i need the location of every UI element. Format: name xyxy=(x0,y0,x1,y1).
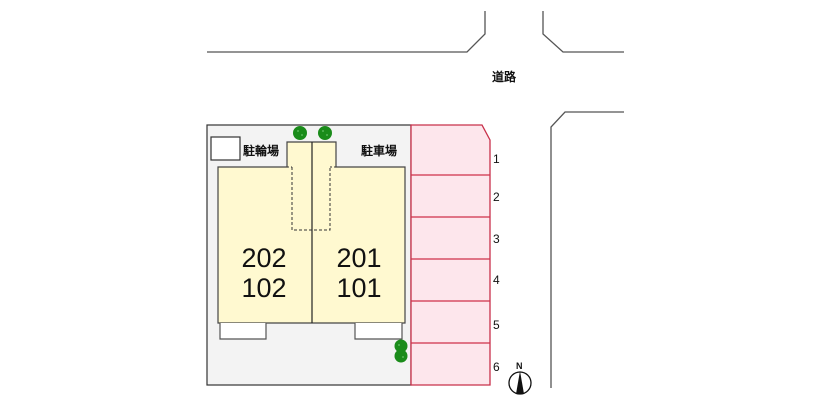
parking-lot xyxy=(410,124,491,386)
car-parking-label: 駐車場 xyxy=(361,144,398,158)
road-edge-top-right xyxy=(542,11,624,53)
building xyxy=(217,141,406,324)
unit-202: 202 xyxy=(241,243,287,273)
north-compass-icon xyxy=(508,371,532,395)
unit-101: 101 xyxy=(336,273,382,303)
road-edge-right xyxy=(550,111,624,388)
bicycle-parking-box xyxy=(210,136,241,161)
bicycle-parking-label: 駐輪場 xyxy=(243,144,280,158)
balcony-right xyxy=(354,323,403,340)
tree-icons xyxy=(293,126,408,363)
unit-label-left: 202 102 xyxy=(232,243,296,303)
parking-space-3: 3 xyxy=(493,232,500,246)
road-label: 道路 xyxy=(492,70,517,84)
unit-label-right: 201 101 xyxy=(327,243,391,303)
stair-outline xyxy=(291,167,331,231)
parking-space-6: 6 xyxy=(493,360,500,374)
parking-space-4: 4 xyxy=(493,273,500,287)
unit-102: 102 xyxy=(241,273,287,303)
balcony-left xyxy=(219,323,267,340)
unit-201: 201 xyxy=(336,243,382,273)
north-label: N xyxy=(516,361,523,371)
road-lines xyxy=(207,11,624,388)
parking-space-5: 5 xyxy=(493,318,500,332)
parking-space-2: 2 xyxy=(493,190,500,204)
road-edge-top-left xyxy=(207,11,486,53)
parking-space-1: 1 xyxy=(493,152,500,166)
